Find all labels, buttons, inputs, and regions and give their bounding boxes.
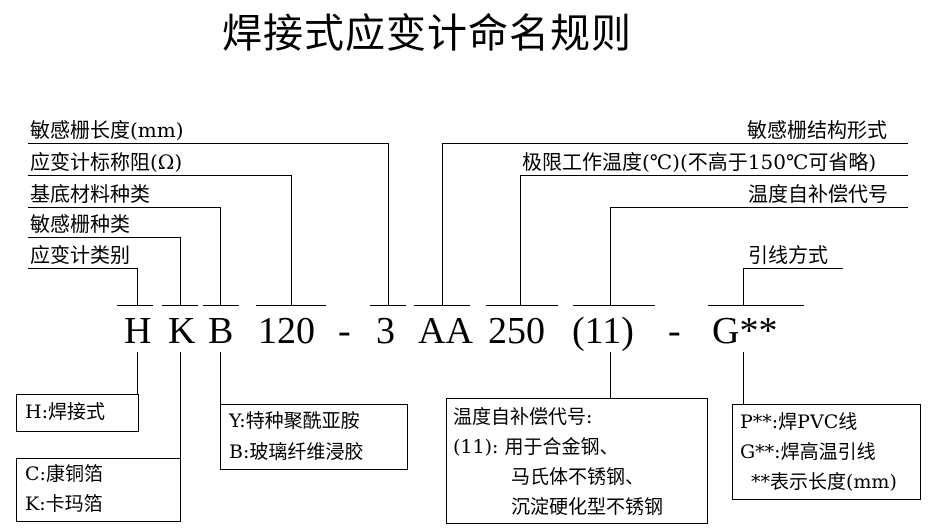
box-grid-line-2: K:卡玛箔 [25,493,103,515]
label-temp-comp: 温度自补偿代号 [748,182,888,206]
label-temp-limit: 极限工作温度(℃)(不高于150℃可省略) [522,150,877,174]
label-gauge-category: 应变计类别 [30,243,130,267]
leader-temp-comp-v [610,207,611,305]
diagram-title: 焊接式应变计命名规则 [222,11,632,57]
label-grid-type: 敏感栅种类 [30,212,130,236]
leader-category-v [137,268,138,305]
box-comp-line-4: 沉淀硬化型不锈钢 [511,496,664,518]
box-comp-line-3: 马氏体不锈钢、 [511,466,645,488]
box-base-line-1: Y:特种聚酰亚胺 [229,410,360,432]
label-grid-length: 敏感栅长度(mm) [30,118,184,142]
code-k: K [168,310,196,352]
box-grid-line-1: C:康铜箔 [25,463,103,485]
code-dash-2: - [668,310,681,352]
overline-comp [573,305,655,306]
code-h: H [124,310,152,352]
code-grid-length: 3 [376,310,395,352]
box-base-line-2: B:玻璃纤维浸胶 [229,441,364,463]
code-structure: AA [418,310,473,352]
leader-structure-h [442,143,908,144]
overline-temp [486,305,558,306]
leader-temp-limit-h [520,175,908,176]
leader-resistance-v [291,175,292,305]
connector-grid [180,352,181,458]
leader-temp-limit-v [520,175,521,305]
overline-grid-length [370,305,406,306]
box-category: H:焊接式 [16,394,139,432]
box-lead: P**:焊PVC线 G**:焊高温引线 **表示长度(mm) [732,404,921,500]
connector-base [220,352,221,404]
code-temp: 250 [488,310,545,352]
overline-lead [708,305,804,306]
leader-category-h [28,268,138,269]
leader-lead-h [743,268,843,269]
overline-h [117,305,153,306]
connector-comp [610,352,611,398]
leader-grid-length-h [28,143,389,144]
overline-resistance [256,305,326,306]
box-category-line-1: H:焊接式 [25,401,105,423]
code-dash-1: - [338,310,351,352]
box-base: Y:特种聚酰亚胺 B:玻璃纤维浸胶 [220,404,408,470]
leader-grid-type-h [28,237,181,238]
leader-grid-type-v [180,237,181,305]
code-b: B [208,310,234,352]
box-lead-line-1: P**:焊PVC线 [740,411,858,433]
leader-grid-length-v [388,143,389,305]
leader-structure-v [442,143,443,305]
connector-category [137,352,138,394]
box-grid: C:康铜箔 K:卡玛箔 [16,458,181,522]
box-comp-line-2: (11): 用于合金钢、 [453,436,619,458]
label-base-material: 基底材料种类 [30,182,150,206]
overline-structure [414,305,470,306]
leader-base-h [28,207,221,208]
connector-lead [743,352,744,404]
label-lead-method: 引线方式 [748,243,828,267]
code-resistance: 120 [258,310,315,352]
leader-resistance-h [28,175,292,176]
box-lead-line-2: G**:焊高温引线 [740,441,876,463]
code-lead: G** [712,310,778,352]
leader-base-v [220,207,221,305]
box-comp-line-1: 温度自补偿代号: [453,406,593,428]
overline-b [203,305,239,306]
label-grid-structure: 敏感栅结构形式 [747,118,887,142]
leader-temp-comp-h [610,207,908,208]
overline-k [162,305,198,306]
label-resistance: 应变计标称阻(Ω) [30,150,183,174]
box-lead-line-3: **表示长度(mm) [751,471,897,493]
code-comp: (11) [572,310,634,352]
leader-lead-v [743,268,744,305]
box-comp: 温度自补偿代号: (11): 用于合金钢、 马氏体不锈钢、 沉淀硬化型不锈钢 [446,398,708,524]
